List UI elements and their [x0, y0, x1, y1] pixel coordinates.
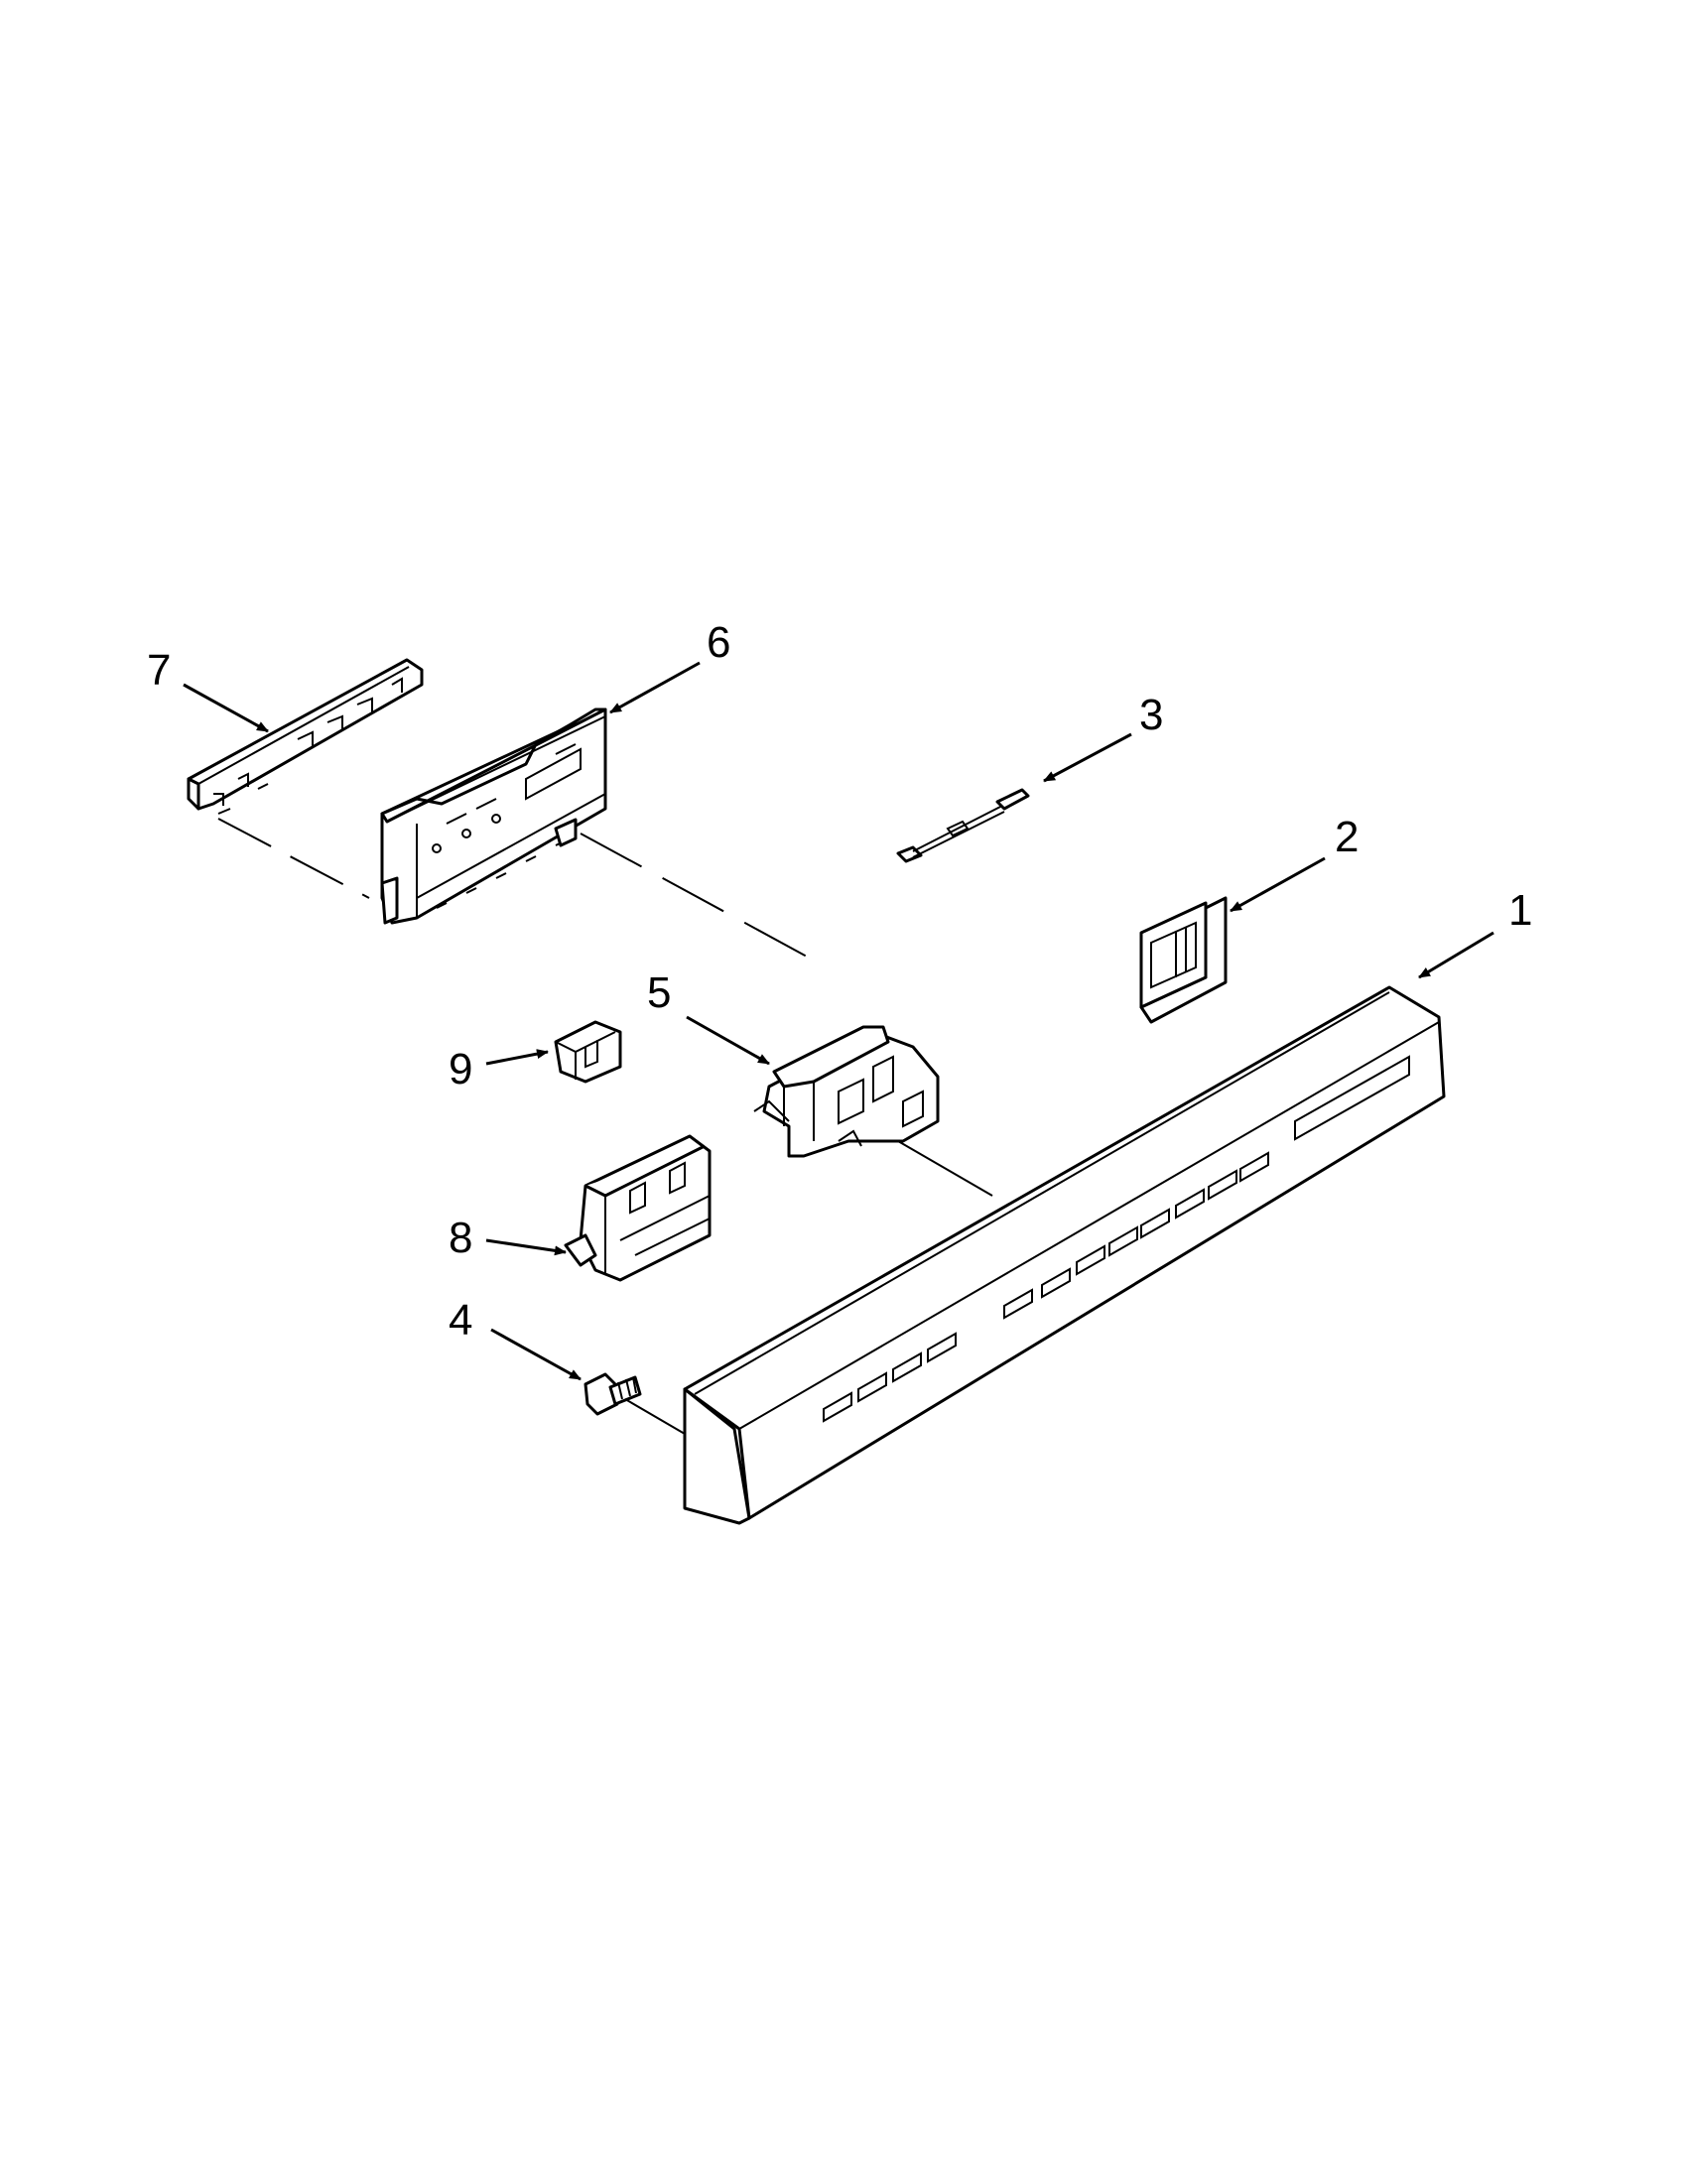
- callout-5: 5: [647, 968, 671, 1017]
- callout-8: 8: [449, 1214, 472, 1262]
- part-1-control-panel[interactable]: [683, 985, 1446, 1525]
- alignment-lines: [217, 818, 993, 1435]
- callout-7: 7: [147, 646, 171, 695]
- callout-4: 4: [449, 1296, 472, 1345]
- callout-6: 6: [707, 618, 730, 667]
- callout-labels: 1 2 3 4 5 6 7 8 9: [147, 618, 1532, 1345]
- part-7-bracket[interactable]: [187, 658, 424, 815]
- part-9-clip[interactable]: [554, 1020, 622, 1084]
- callout-2: 2: [1335, 813, 1359, 861]
- callout-3: 3: [1139, 691, 1163, 739]
- callout-9: 9: [449, 1045, 472, 1093]
- callout-1: 1: [1508, 886, 1532, 935]
- part-6-control-housing[interactable]: [380, 707, 607, 925]
- leader-arrows: [183, 661, 1494, 1381]
- part-2-plate[interactable]: [1139, 896, 1228, 1024]
- part-3-wire-harness[interactable]: [896, 788, 1030, 863]
- part-4-screw[interactable]: [584, 1372, 642, 1416]
- part-5-bracket-assembly[interactable]: [753, 1025, 940, 1158]
- part-8-latch-housing[interactable]: [564, 1134, 712, 1282]
